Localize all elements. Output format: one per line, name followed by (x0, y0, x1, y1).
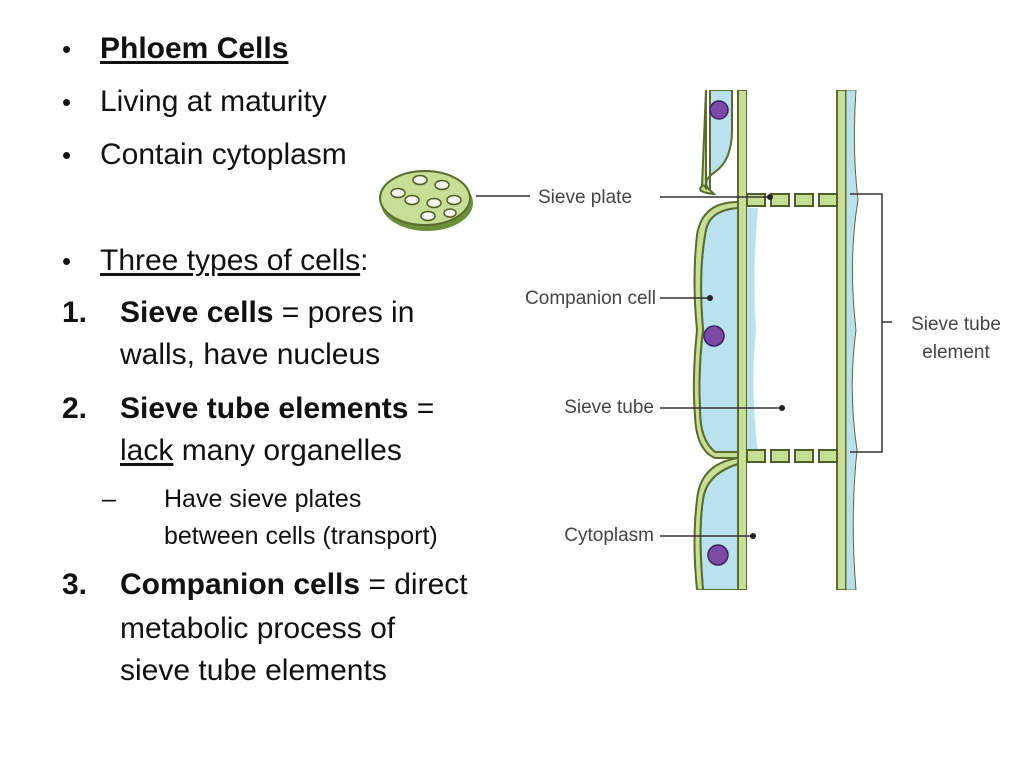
label-sieve-tube: Sieve tube (564, 397, 654, 418)
label-companion-cell: Companion cell (525, 288, 656, 309)
sub-bullet-dash: – (102, 485, 116, 513)
bullet-contain-cytoplasm: Contain cytoplasm (100, 138, 347, 171)
lack-underlined: lack (120, 434, 174, 467)
sieve-tube-walls (737, 90, 859, 590)
bullet-dot: • (62, 34, 72, 64)
list-number-2: 2. (62, 392, 88, 425)
bullet-three-types: Three types of cells: (100, 246, 368, 276)
label-sieve-tube-element-line2: element (922, 342, 990, 363)
bullet-dot: • (62, 246, 72, 276)
item-sieve-tube-elements-bold: Sieve tube elements (120, 392, 409, 425)
item-sieve-tube-elements-line2: lack many organelles (120, 436, 402, 466)
leader-dots (707, 194, 785, 539)
bullet-living-at-maturity: Living at maturity (100, 85, 327, 118)
three-types-colon: : (360, 244, 369, 277)
nucleus (703, 100, 729, 566)
list-number-1: 1. (62, 296, 88, 329)
item-sieve-cells-line2: walls, have nucleus (120, 338, 381, 371)
item-sieve-cells-bold: Sieve cells (120, 296, 274, 329)
label-sieve-plate: Sieve plate (538, 187, 632, 208)
item-sieve-tube-elements-rest: = (408, 392, 435, 425)
item-companion-cells-bold: Companion cells (120, 568, 361, 601)
item-sieve-cells-line1: Sieve cells = pores in (120, 298, 414, 328)
item-companion-cells-line2: metabolic process of (120, 612, 396, 645)
item-sieve-cells-rest: = pores in (273, 296, 415, 329)
item-companion-cells-line3: sieve tube elements (120, 654, 387, 687)
item-companion-cells-rest: = direct (360, 568, 468, 601)
label-sieve-tube-element-line1: Sieve tube (911, 314, 1001, 335)
sub-bullet-line1: Have sieve plates (164, 485, 362, 513)
list-number-3: 3. (62, 568, 88, 601)
many-organelles: many organelles (173, 434, 402, 467)
bullet-dot: • (62, 87, 72, 117)
bullet-phloem-cells: Phloem Cells (100, 32, 289, 65)
sieve-plate-disc (379, 170, 473, 231)
label-cytoplasm: Cytoplasm (564, 525, 654, 546)
bullet-dot: • (62, 140, 72, 170)
leader-lines (476, 193, 892, 537)
three-types-underlined: Three types of cells (100, 244, 361, 277)
sub-bullet-line2: between cells (transport) (164, 522, 438, 550)
item-companion-cells-line1: Companion cells = direct (120, 570, 468, 600)
item-sieve-tube-elements-line1: Sieve tube elements = (120, 394, 434, 424)
phloem-diagram: Sieve plate Companion cell Sieve tube Cy… (379, 90, 1001, 590)
